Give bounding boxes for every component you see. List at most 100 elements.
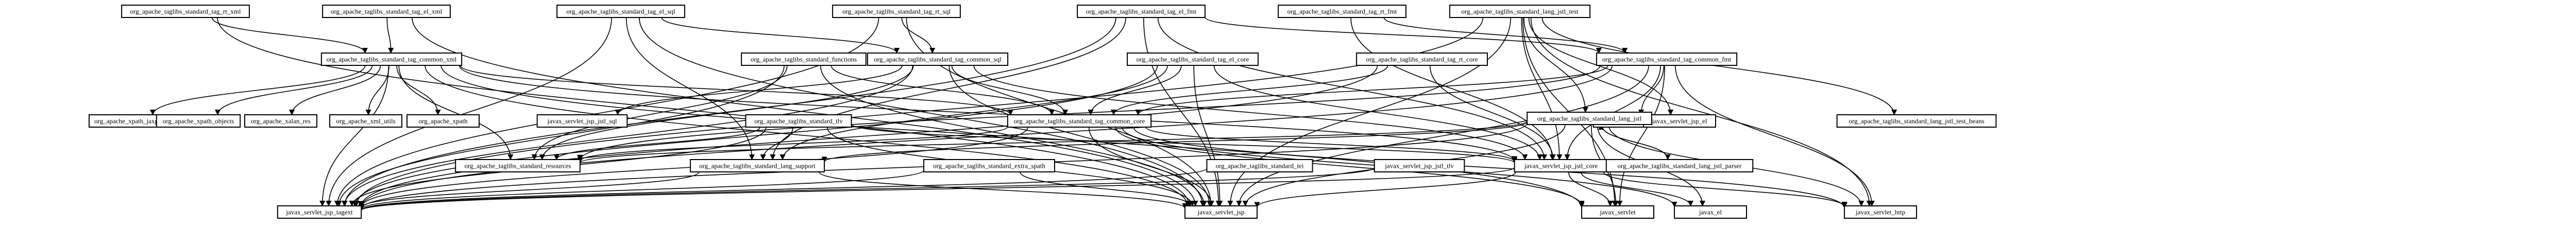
node-label: org_apache_xalan_res [251,117,311,125]
edge-el-fmt-to-jsp-jstl-core [1157,17,1547,161]
node-jsp-tagext[interactable]: javax_servlet_jsp_tagext [277,205,362,219]
edge-common-sql-to-common-core [951,65,1069,116]
node-box [1127,52,1259,66]
node-lang-support[interactable]: org_apache_taglibs_standard_lang_support [690,159,825,172]
edge-common-core-to-servlet-http [1133,127,1848,209]
node-common-core[interactable]: org_apache_taglibs_standard_tag_common_c… [1007,114,1152,128]
node-xpath-objects[interactable]: org_apache_xpath_objects [156,114,241,128]
node-lang-jstl-test[interactable]: org_apache_taglibs_standard_lang_jstl_te… [1449,5,1591,18]
node-servlet[interactable]: javax_servlet [1581,205,1654,219]
node-box [1206,159,1313,172]
edge-rt-core-to-jsp-jstl-core [1429,65,1556,161]
edge-tlv-to-resources [553,127,760,161]
node-lang-jstl-parser[interactable]: org_apache_taglibs_standard_lang_jstl_pa… [1605,159,1754,172]
node-xsd[interactable]: org_apache_taglibs_standard_tag_rt_xml [121,5,250,18]
node-label: javax_servlet_jsp [1197,208,1245,216]
node-box [1674,205,1747,219]
node-box [1374,159,1465,172]
node-label: org_apache_taglibs_standard_lang_jstl [1537,115,1642,122]
edge-common-sql-to-jsp-jstl-sql [615,65,903,116]
node-el-fmt[interactable]: org_apache_taglibs_standard_tag_el_fmt [1077,5,1206,18]
edge-sql-el-to-common-sql [661,17,900,54]
node-jsp-el2[interactable]: javax_el [1674,205,1747,219]
edge-common-fmt-to-jsp-jstl-fmt [1638,65,1665,116]
node-jsp[interactable]: javax_servlet_jsp [1184,205,1258,219]
node-label: org_apache_taglibs_standard_tag_el_core [1137,56,1249,63]
node-label: org_apache_xpath [418,117,468,125]
node-label: org_apache_taglibs_standard_tag_rt_core [1366,56,1478,63]
edge-functions-to-jsp-tagext [336,65,785,207]
edge-common-sql-to-jsp-tagext [341,65,913,207]
node-xpath-jaxp[interactable]: org_apache_xpath_jaxp [88,114,164,128]
edge-common-sql-to-jsp [948,65,1213,207]
node-lang-jstl-parser-test[interactable]: org_apache_taglibs_standard_lang_jstl_te… [1836,114,1997,128]
node-label: org_apache_taglibs_standard_tag_common_f… [1602,56,1732,63]
node-jsp-jstl-sql[interactable]: javax_servlet_jsp_jstl_sql [536,114,628,128]
node-xml-utils[interactable]: org_apache_xml_utils [329,114,402,128]
node-box [1356,52,1488,66]
edge-common-xml-to-resources [398,65,514,161]
node-lang-jstl[interactable]: org_apache_taglibs_standard_lang_jstl [1527,112,1652,125]
edge-el-fmt-to-common-fmt [1205,16,1602,54]
edge-common-xml-to-xpath-jaxp [149,65,366,116]
node-tlv[interactable]: org_apache_taglibs_standard_tlv [745,114,852,128]
edge-el-core-to-lang-support [779,65,1168,161]
node-label: org_apache_taglibs_standard_tag_rt_sql [842,8,951,15]
edge-jsp-jstl-core-to-servlet-http [1603,171,1848,207]
edge-rt-fmt-to-jsp-jstl-core [1350,17,1555,161]
edge-common-xml-to-xpath [396,65,441,116]
node-label: javax_servlet [1599,208,1636,216]
node-box [536,114,628,128]
node-common-xml[interactable]: org_apache_taglibs_standard_tag_common_x… [320,52,463,66]
edge-common-xml-to-xpath-objects [214,65,373,116]
node-rt-sql[interactable]: org_apache_taglibs_standard_tag_rt_sql [832,5,961,18]
edge-lang-jstl-test-to-jsp-tagext [353,17,1484,207]
node-box [1514,159,1608,172]
node-common-fmt[interactable]: org_apache_taglibs_standard_tag_common_f… [1596,52,1738,66]
node-label: javax_servlet_jsp_jstl_tlv [1384,162,1454,170]
node-functions[interactable]: org_apache_taglibs_standard_functions [741,52,867,66]
node-label: org_apache_taglibs_standard_tag_common_c… [1014,117,1145,125]
node-servlet-http[interactable]: javax_servlet_http [1844,205,1917,219]
edge-common-core-to-jsp-jstl-core [1145,127,1518,162]
node-tei[interactable]: org_apache_taglibs_standard_tei [1206,159,1313,172]
node-rt-core[interactable]: org_apache_taglibs_standard_tag_rt_core [1356,52,1488,66]
node-label: javax_servlet_jsp_jstl_sql [547,117,617,125]
node-jsp-jstl-core[interactable]: javax_servlet_jsp_jstl_core [1514,159,1608,172]
edge-functions-to-jsp [820,65,1207,207]
edge-extra-spath-to-jsp-tagext [358,170,924,210]
node-common-sql[interactable]: org_apache_taglibs_standard_tag_common_s… [867,52,1009,66]
node-label: javax_servlet_http [1855,208,1905,216]
node-label: org_apache_xpath_objects [163,117,234,125]
node-label: org_apache_xpath_jaxp [94,117,158,125]
edge-xsd-to-common-xml [211,17,368,54]
node-sql-el[interactable]: org_apache_taglibs_standard_tag_el_sql [556,5,685,18]
node-box [832,5,961,18]
node-resources[interactable]: org_apache_taglibs_standard_resources [455,159,581,172]
node-jsp-jstl-tlv[interactable]: javax_servlet_jsp_jstl_tlv [1374,159,1465,172]
node-rt-fmt[interactable]: org_apache_taglibs_standard_tag_rt_fmt [1278,5,1406,18]
node-extra-spath[interactable]: org_apache_taglibs_standard_extra_spath [923,159,1055,172]
node-label: javax_servlet_jsp_tagext [285,208,353,216]
node-label: javax_servlet_jsp_el [1652,117,1707,125]
node-el-core[interactable]: org_apache_taglibs_standard_tag_el_core [1127,52,1259,66]
node-xpath[interactable]: org_apache_xpath [406,114,480,128]
edge-lang-jstl-test-to-lang-jstl-parser-test [1541,17,1897,116]
node-box [1278,5,1406,18]
node-label: org_apache_taglibs_standard_tag_el_xml [331,8,443,15]
edge-lang-jstl-parser-to-lang-jstl [1598,124,1668,160]
node-label: org_apache_taglibs_standard_extra_spath [933,162,1045,170]
node-elxml[interactable]: org_apache_taglibs_standard_tag_el_xml [322,5,451,18]
edge-lang-jstl-to-resources [577,120,1528,164]
edge-common-xml-to-xalan-res [289,65,381,116]
node-label: org_apache_taglibs_standard_tag_common_s… [874,56,1002,63]
edge-common-fmt-to-jsp [1236,65,1649,207]
node-jsp-el[interactable]: javax_servlet_jsp_el [1643,114,1716,128]
edge-common-fmt-to-servlet-http [1674,65,1875,207]
edge-rt-fmt-to-common-fmt [1383,17,1628,54]
node-label: org_apache_taglibs_standard_lang_support [699,162,816,170]
node-xalan-res[interactable]: org_apache_xalan_res [244,114,317,128]
node-label: org_apache_taglibs_standard_tag_common_x… [327,56,457,63]
edge-common-xml-to-jsp-tagext [319,65,389,207]
